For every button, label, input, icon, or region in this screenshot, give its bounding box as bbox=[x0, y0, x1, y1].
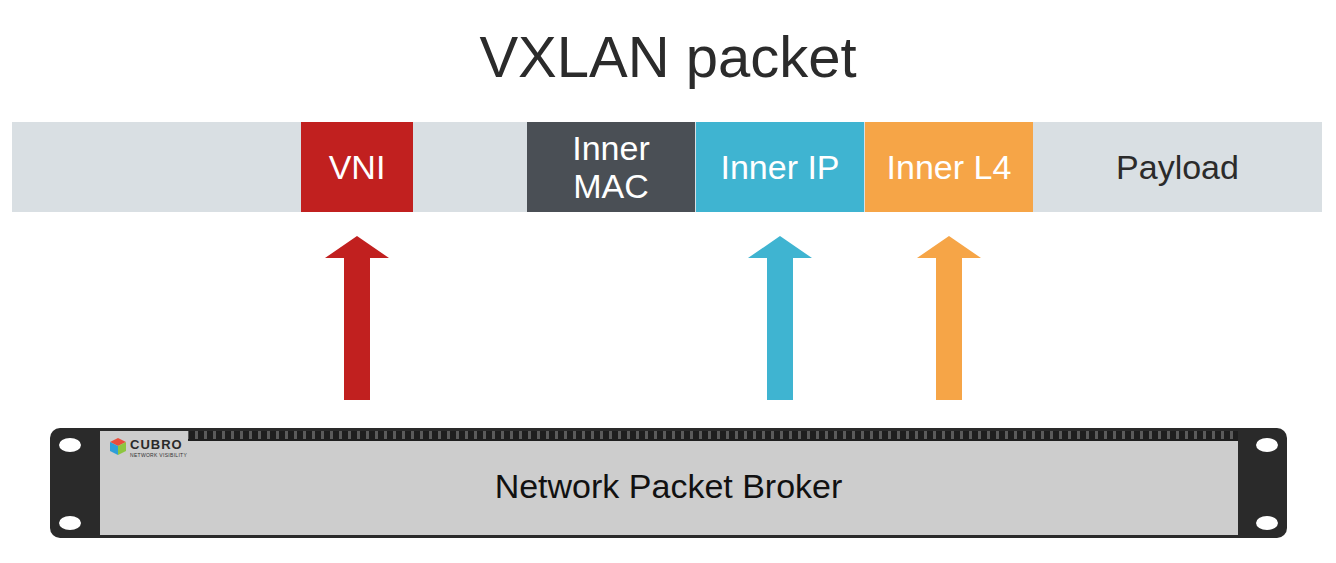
mount-hole bbox=[59, 438, 81, 452]
field-label: Inner L4 bbox=[885, 148, 1013, 186]
logo-text: CUBRO bbox=[130, 438, 183, 452]
block-arrow bbox=[748, 236, 812, 400]
block-arrow bbox=[917, 236, 981, 400]
logo-cube bbox=[110, 438, 126, 455]
field-label: Payload bbox=[1033, 148, 1322, 186]
header-field: VNI bbox=[301, 122, 413, 212]
packet-broker-device: Network Packet Broker bbox=[50, 428, 1287, 538]
device-label: Network Packet Broker bbox=[50, 467, 1287, 505]
block-arrow bbox=[325, 236, 389, 400]
header-field: Inner L4 bbox=[865, 122, 1033, 212]
packet-band: Payload VNI Inner MAC Inner IP Inner L4 bbox=[12, 122, 1322, 212]
mount-hole bbox=[59, 516, 81, 530]
header-field: Inner IP bbox=[696, 122, 864, 212]
vent-slots bbox=[188, 431, 1238, 441]
field-label: Inner MAC bbox=[547, 129, 675, 205]
mount-hole bbox=[1256, 438, 1278, 452]
field-label: Inner IP bbox=[716, 148, 844, 186]
diagram-title: VXLAN packet bbox=[0, 22, 1336, 92]
mount-hole bbox=[1256, 516, 1278, 530]
logo-tagline: NETWORK VISIBILITY bbox=[130, 452, 187, 458]
header-field: Inner MAC bbox=[527, 122, 695, 212]
field-label: VNI bbox=[321, 148, 393, 186]
